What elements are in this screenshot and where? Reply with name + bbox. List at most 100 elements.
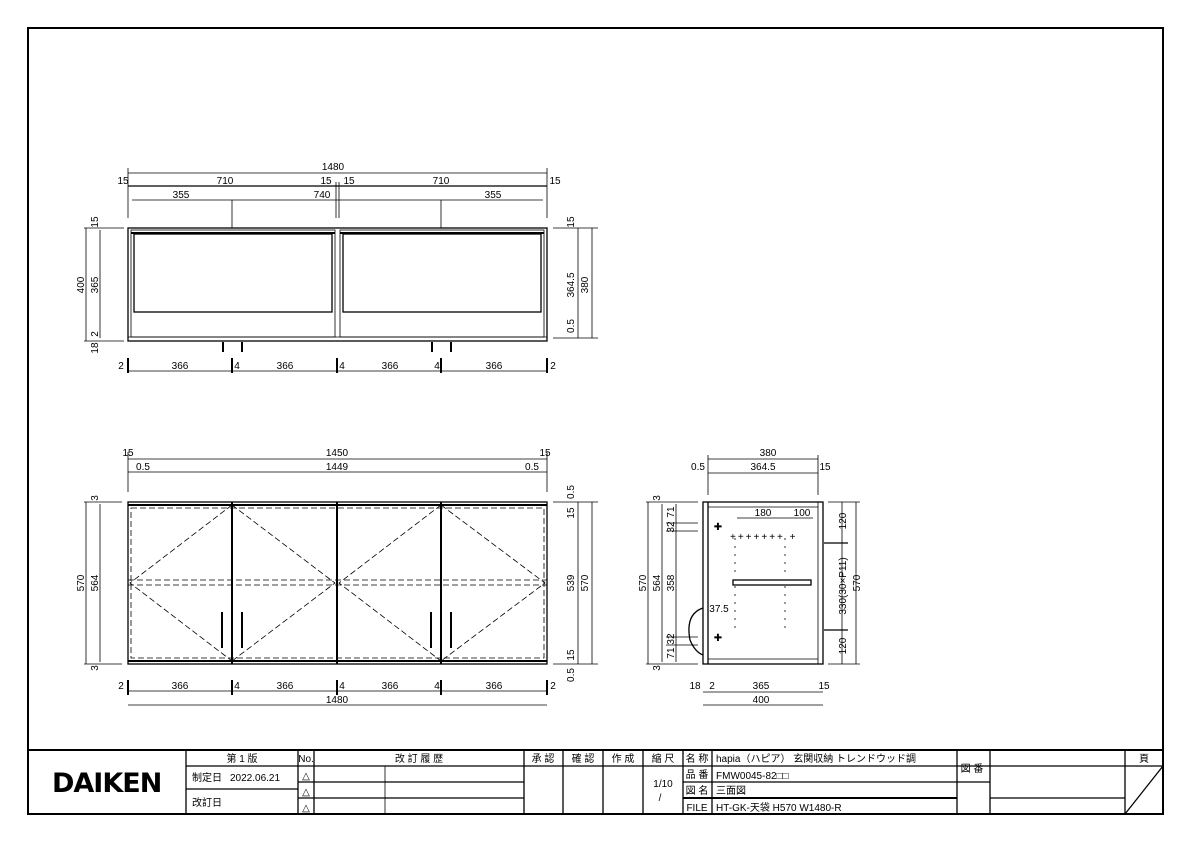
dim: 570 <box>580 574 591 591</box>
checked-label: 確 認 <box>572 752 595 765</box>
scale-label: 縮 尺 <box>652 752 675 765</box>
dim: 366 <box>382 681 399 692</box>
revision-mark: △ <box>302 771 310 782</box>
dim: 100 <box>794 508 811 519</box>
product-no-value: FMW0045-82□□ <box>716 771 789 782</box>
established-date: 2022.06.21 <box>230 773 280 784</box>
dim: 0.5 <box>566 668 577 682</box>
dim: 365 <box>90 276 101 293</box>
scale-value: 1/10 <box>653 779 673 790</box>
dim: 4 <box>234 361 240 372</box>
dim: 400 <box>76 276 87 293</box>
dim: 4 <box>339 681 345 692</box>
dim: 0.5 <box>525 462 539 473</box>
dim: 71 <box>666 647 677 659</box>
dim: 71 <box>666 506 677 518</box>
revision-mark: △ <box>302 803 310 814</box>
shelf <box>732 579 812 586</box>
dim: 15 <box>549 176 561 187</box>
scale-value-2: / <box>659 793 662 804</box>
dim: 355 <box>173 190 190 201</box>
dim-overall-width: 1480 <box>326 695 349 706</box>
dim: 358 <box>666 574 677 591</box>
dim: 366 <box>172 681 189 692</box>
dim: 0.5 <box>136 462 150 473</box>
dim: 366 <box>486 361 503 372</box>
dim: 1450 <box>326 448 349 459</box>
dim: 18 <box>689 681 701 692</box>
revision-history-label: 改 訂 履 歴 <box>395 752 443 765</box>
dim: 2 <box>90 331 101 337</box>
pin-row: +++++++ + <box>730 532 798 543</box>
dim: 740 <box>314 190 331 201</box>
dim: 366 <box>486 681 503 692</box>
product-no-label: 品 番 <box>686 769 709 781</box>
dim: 0.5 <box>566 319 577 333</box>
drawing-no-label: 図 番 <box>961 763 984 775</box>
name-label: 名 称 <box>686 752 709 765</box>
dim: 365 <box>753 681 770 692</box>
dim: 0.5 <box>691 462 705 473</box>
dim: 15 <box>566 216 577 228</box>
hinge-icon: ✚ <box>714 522 722 533</box>
dim: 380 <box>760 448 777 459</box>
front-view: 15 1450 15 0.5 1449 0.5 3 570 564 3 0.5 … <box>76 448 598 706</box>
drawing-name-label: 図 名 <box>686 784 709 797</box>
dim: 1449 <box>326 462 349 473</box>
dim: 564 <box>90 574 101 591</box>
title-block: DAIKEN 第 1 版 制定日 2022.06.21 改訂日 No. △ △ … <box>28 749 1164 815</box>
dim: 15 <box>818 681 830 692</box>
dim: 400 <box>753 695 770 706</box>
hinge-icon: ✚ <box>714 633 722 644</box>
dim: 18 <box>90 342 101 354</box>
dim: 366 <box>382 361 399 372</box>
door-swing-lines <box>129 504 546 662</box>
edition-label: 第 1 版 <box>226 752 257 765</box>
dim: 37.5 <box>709 604 729 615</box>
dim: 2 <box>550 681 556 692</box>
dim: 539 <box>566 574 577 591</box>
dim: 366 <box>172 361 189 372</box>
shelf-pin-holes <box>734 538 786 628</box>
dim: 4 <box>339 361 345 372</box>
dim: 710 <box>217 176 234 187</box>
dim: 2 <box>709 681 715 692</box>
page-label: 頁 <box>1139 753 1149 765</box>
dim: 32 <box>666 521 677 533</box>
dim: 4 <box>434 361 440 372</box>
dim: 15 <box>566 649 577 661</box>
dim: 3 <box>652 665 663 671</box>
dim: 15 <box>343 176 355 187</box>
sheet-border <box>27 27 1164 815</box>
name-value: hapia（ハピア） 玄関収納 トレンドウッド調 <box>716 752 916 765</box>
dim: 366 <box>277 361 294 372</box>
file-value: HT-GK-天袋 H570 W1480-R <box>716 801 842 814</box>
file-label: FILE <box>686 803 707 814</box>
daiken-logo: DAIKEN <box>52 768 161 799</box>
dim: 15 <box>117 176 129 187</box>
dim: 15 <box>320 176 332 187</box>
dim: 15 <box>539 448 551 459</box>
dim: 570 <box>76 574 87 591</box>
dim: 15 <box>122 448 134 459</box>
dim: 330(30×P11) <box>838 557 849 614</box>
dim: 355 <box>485 190 502 201</box>
created-label: 作 成 <box>612 753 635 765</box>
dim: 2 <box>118 681 124 692</box>
approved-label: 承 認 <box>532 752 555 765</box>
dim: 32 <box>666 633 677 645</box>
door-handle <box>688 607 704 656</box>
no-label: No. <box>298 754 314 765</box>
dim: 710 <box>433 176 450 187</box>
dim: 570 <box>638 574 649 591</box>
dim: 366 <box>277 681 294 692</box>
dim: 4 <box>434 681 440 692</box>
dim: 4 <box>234 681 240 692</box>
dim: 120 <box>838 637 849 654</box>
dim: 2 <box>550 361 556 372</box>
dim: 120 <box>838 512 849 529</box>
dim: 180 <box>755 508 772 519</box>
dim-overall-width: 1480 <box>322 162 345 173</box>
dim: 15 <box>819 462 831 473</box>
